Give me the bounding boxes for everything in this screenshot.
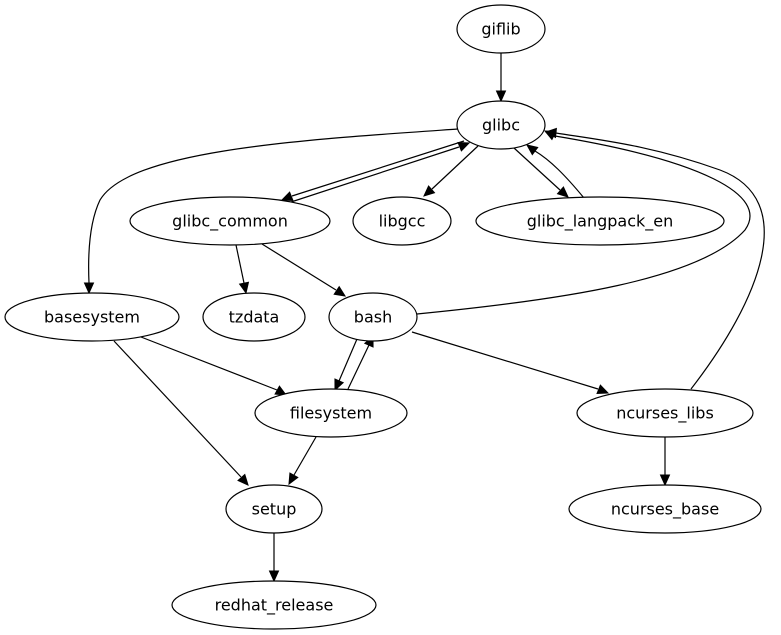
edge-ncurses_libs-to-glibc xyxy=(544,127,765,390)
edge-line xyxy=(88,128,459,284)
node-giflib[interactable]: giflib xyxy=(456,4,546,54)
edge-line xyxy=(555,132,765,390)
arrowhead-icon xyxy=(423,185,436,197)
node-ncurses-base[interactable]: ncurses_base xyxy=(568,484,762,534)
edge-giflib-to-glibc xyxy=(495,53,507,103)
arrowhead-icon xyxy=(457,142,471,152)
node-shape[interactable] xyxy=(328,292,418,342)
node-label: glibc_langpack_en xyxy=(527,212,674,232)
arrowhead-icon xyxy=(334,378,345,392)
node-redhat-release[interactable]: redhat_release xyxy=(171,580,377,630)
arrowhead-icon xyxy=(596,384,610,394)
node-shape[interactable] xyxy=(4,292,180,342)
nodes-layer: giflib glibc glibc_common libgcc glibc_langp… xyxy=(4,4,762,630)
edge-bash-to-filesystem xyxy=(334,338,358,392)
arrowhead-icon xyxy=(83,282,95,295)
node-tzdata[interactable]: tzdata xyxy=(202,292,306,342)
edge-glibc_common-to-glibc xyxy=(287,142,471,204)
node-shape[interactable] xyxy=(456,100,546,150)
arrowhead-icon xyxy=(268,570,280,583)
edge-line xyxy=(338,338,358,382)
edge-glibc_common-to-bash xyxy=(261,243,347,297)
edge-ncurses_libs-to-ncurses_base xyxy=(659,437,671,487)
node-glibc-common[interactable]: glibc_common xyxy=(129,196,331,246)
node-label: giflib xyxy=(481,20,520,39)
node-label: ncurses_base xyxy=(611,500,719,520)
node-basesystem[interactable]: basesystem xyxy=(4,292,180,342)
edge-filesystem-to-bash xyxy=(347,334,374,390)
arrowhead-icon xyxy=(237,473,249,486)
node-shape[interactable] xyxy=(202,292,306,342)
node-label: tzdata xyxy=(229,308,280,327)
edge-setup-to-redhat_release xyxy=(268,533,280,583)
edge-glibc-to-glibc_common xyxy=(280,140,465,201)
node-shape[interactable] xyxy=(225,484,323,534)
node-label: libgcc xyxy=(379,212,426,231)
node-bash[interactable]: bash xyxy=(328,292,418,342)
edge-line xyxy=(513,147,561,191)
node-label: bash xyxy=(354,308,392,327)
arrowhead-icon xyxy=(288,472,299,486)
edges-layer xyxy=(83,53,765,583)
node-libgcc[interactable]: libgcc xyxy=(352,196,452,246)
node-setup[interactable]: setup xyxy=(225,484,323,534)
node-shape[interactable] xyxy=(475,196,725,246)
node-shape[interactable] xyxy=(352,196,452,246)
edge-line xyxy=(431,145,479,190)
node-shape[interactable] xyxy=(576,388,754,438)
edge-line xyxy=(534,150,585,199)
node-ncurses-libs[interactable]: ncurses_libs xyxy=(576,388,754,438)
edge-line xyxy=(411,331,599,390)
edge-glibc_common-to-tzdata xyxy=(235,244,250,295)
edge-line xyxy=(287,146,460,204)
node-shape[interactable] xyxy=(129,196,331,246)
edge-glibc-to-basesystem xyxy=(83,128,459,295)
edge-bash-to-ncurses_libs xyxy=(411,331,610,394)
edge-glibc-to-libgcc xyxy=(423,145,479,197)
node-label: glibc_common xyxy=(172,212,288,232)
edge-line xyxy=(261,243,337,291)
node-label: redhat_release xyxy=(215,596,334,616)
node-shape[interactable] xyxy=(171,580,377,630)
edge-line xyxy=(291,140,465,197)
edge-basesystem-to-filesystem xyxy=(140,336,288,396)
arrowhead-icon xyxy=(333,285,347,297)
arrowhead-icon xyxy=(280,191,294,201)
arrowhead-icon xyxy=(544,127,557,139)
edge-line xyxy=(416,135,751,315)
node-label: ncurses_libs xyxy=(616,404,714,424)
node-shape[interactable] xyxy=(456,4,546,54)
edge-glibc_langpack_en-to-glibc xyxy=(526,144,585,199)
node-glibc-langpack-en[interactable]: glibc_langpack_en xyxy=(475,196,725,246)
edge-filesystem-to-setup xyxy=(288,436,317,486)
edge-line xyxy=(140,336,278,391)
node-shape[interactable] xyxy=(254,388,408,438)
edge-basesystem-to-setup xyxy=(113,340,249,486)
edge-glibc-to-glibc_langpack_en xyxy=(513,147,569,198)
arrowhead-icon xyxy=(659,474,671,487)
node-label: filesystem xyxy=(290,404,372,423)
edge-line xyxy=(113,340,242,478)
node-label: setup xyxy=(252,500,297,519)
arrowhead-icon xyxy=(495,90,507,103)
node-shape[interactable] xyxy=(568,484,762,534)
arrowhead-icon xyxy=(526,144,539,156)
node-label: basesystem xyxy=(44,308,140,327)
arrowhead-icon xyxy=(238,281,250,295)
edge-line xyxy=(347,344,370,390)
node-label: glibc xyxy=(482,116,520,135)
node-filesystem[interactable]: filesystem xyxy=(254,388,408,438)
node-glibc[interactable]: glibc xyxy=(456,100,546,150)
arrowhead-icon xyxy=(556,186,569,198)
edge-line xyxy=(235,244,245,284)
edge-line xyxy=(293,436,317,476)
